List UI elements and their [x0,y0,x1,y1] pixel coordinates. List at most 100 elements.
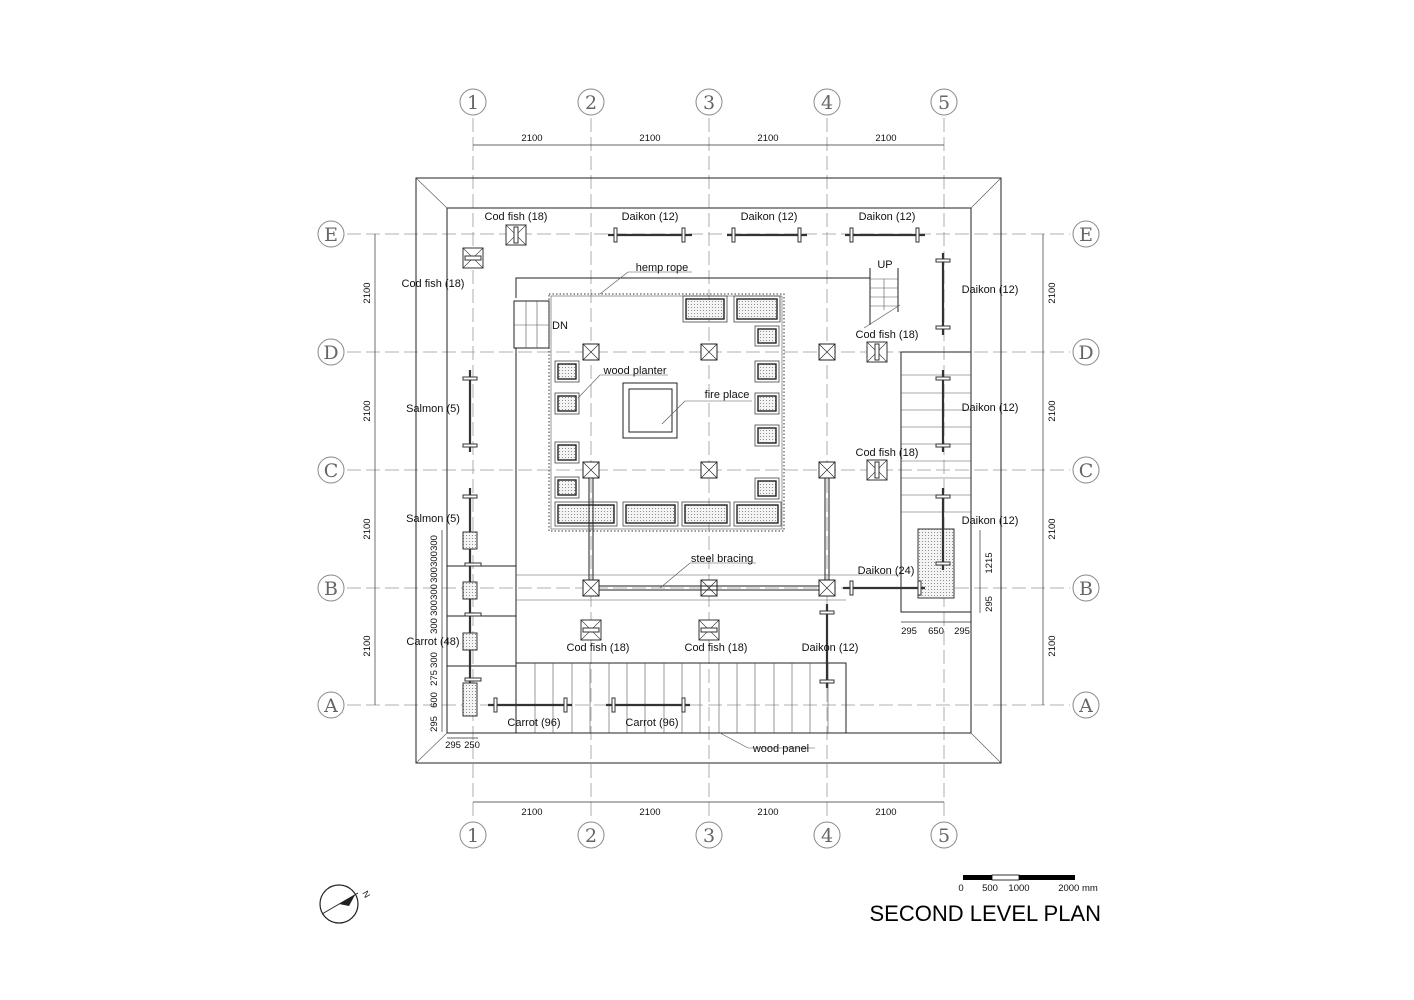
cod-fish-label: Cod fish (18) [685,642,748,654]
hemp-rope-label: hemp rope [636,262,689,274]
wood-panel-label: wood panel [752,743,809,755]
svg-text:275: 275 [429,670,440,686]
svg-text:3: 3 [703,92,715,114]
item-labels: Cod fish (18) Cod fish (18) Cod fish (18… [402,211,1019,729]
daikon-label: Daikon (12) [622,211,679,223]
scale-bar: 0 500 1000 2000 mm [958,874,1098,894]
cod-fish-label: Cod fish (18) [485,211,548,223]
svg-text:A: A [323,695,338,717]
grid-bubble-bottom-1: 1 [459,821,487,849]
svg-text:2100: 2100 [639,807,660,818]
carrot-96-label: Carrot (96) [507,717,560,729]
grid-bubble-right-D: D [1072,338,1100,366]
svg-text:300: 300 [429,551,440,567]
svg-text:2100: 2100 [362,635,373,656]
grid-bubble-right-A: A [1072,691,1100,719]
daikon-label: Daikon (12) [962,515,1019,527]
svg-text:C: C [324,460,339,482]
svg-text:4: 4 [821,825,833,847]
columns [582,343,836,597]
fireplace [622,382,678,439]
daikon-label: Daikon (12) [962,402,1019,414]
cod-fish-label: Cod fish (18) [856,447,919,459]
svg-text:N: N [360,889,372,900]
svg-text:2: 2 [585,92,597,114]
svg-text:600: 600 [429,692,440,708]
grid-bubble-right-B: B [1072,574,1100,602]
central-platform [548,293,785,532]
salmon-label: Salmon (5) [406,513,460,525]
grid-bubble-bottom-5: 5 [930,821,958,849]
svg-text:E: E [1079,224,1093,246]
svg-text:650: 650 [928,626,944,637]
hanging-rods [462,227,951,717]
svg-text:2: 2 [585,825,597,847]
svg-text:300: 300 [429,618,440,634]
daikon-label: Daikon (12) [962,284,1019,296]
grid-bubble-bottom-4: 4 [813,821,841,849]
carrot-96-label: Carrot (96) [625,717,678,729]
svg-text:3: 3 [703,825,715,847]
stair-up: UP [863,259,901,329]
cod-fish-label: Cod fish (18) [402,278,465,290]
grid-bubble-top-4: 4 [813,88,841,116]
grid-bubble-right-E: E [1072,220,1100,248]
grid-bubble-top-3: 3 [695,88,723,116]
carrot-48-label: Carrot (48) [406,636,459,648]
svg-text:2100: 2100 [362,518,373,539]
svg-text:2100: 2100 [362,400,373,421]
daikon-label: Daikon (12) [859,211,916,223]
cod-fish-label: Cod fish (18) [856,329,919,341]
svg-text:295: 295 [984,596,995,612]
grid-bubbles: 1 2 3 4 5 1 2 3 4 5 E D C B A E D C B A [317,88,1100,849]
svg-text:250: 250 [464,740,480,751]
svg-text:A: A [1078,695,1093,717]
grid-bubble-left-E: E [317,220,345,248]
svg-text:0: 0 [958,883,963,894]
grid-bubble-left-C: C [317,456,345,484]
leaders: hemp rope wood planter fire place [577,262,752,425]
svg-text:295: 295 [445,740,461,751]
grid-bubble-left-B: B [317,574,345,602]
fire-place-label: fire place [705,389,750,401]
grid-bubble-top-1: 1 [459,88,487,116]
svg-text:1000: 1000 [1008,883,1029,894]
wood-planter-label: wood planter [603,365,667,377]
daikon-label: Daikon (12) [741,211,798,223]
svg-text:300: 300 [429,535,440,551]
svg-text:2100: 2100 [521,133,542,144]
svg-text:2000 mm: 2000 mm [1058,883,1098,894]
daikon-24-label: Daikon (24) [858,565,915,577]
svg-text:1: 1 [467,92,479,114]
svg-text:2100: 2100 [639,133,660,144]
svg-text:5: 5 [938,92,950,114]
svg-text:E: E [324,224,338,246]
drawing-title: SECOND LEVEL PLAN [870,901,1102,926]
svg-text:1: 1 [467,825,479,847]
svg-text:2100: 2100 [757,807,778,818]
svg-text:2100: 2100 [875,807,896,818]
svg-text:2100: 2100 [362,282,373,303]
svg-text:300: 300 [429,600,440,616]
svg-text:295: 295 [429,716,440,732]
grid-bubble-right-C: C [1072,456,1100,484]
svg-text:2100: 2100 [521,807,542,818]
svg-text:B: B [1079,578,1093,600]
svg-text:300: 300 [429,652,440,668]
cod-fish-label: Cod fish (18) [567,642,630,654]
svg-text:4: 4 [821,92,833,114]
wood-panel: wood panel [515,662,847,755]
grid-bubble-bottom-3: 3 [695,821,723,849]
steel-bracing-label: steel bracing [691,553,753,565]
svg-text:2100: 2100 [875,133,896,144]
daikon-label: Daikon (12) [802,642,859,654]
cod-fish-hangers [462,224,888,641]
svg-text:300: 300 [429,567,440,583]
svg-text:D: D [1078,342,1093,364]
svg-text:1215: 1215 [984,552,995,573]
svg-text:2100: 2100 [1047,635,1058,656]
stair-down-label: DN [552,320,568,332]
svg-text:500: 500 [982,883,998,894]
svg-text:C: C [1079,460,1094,482]
